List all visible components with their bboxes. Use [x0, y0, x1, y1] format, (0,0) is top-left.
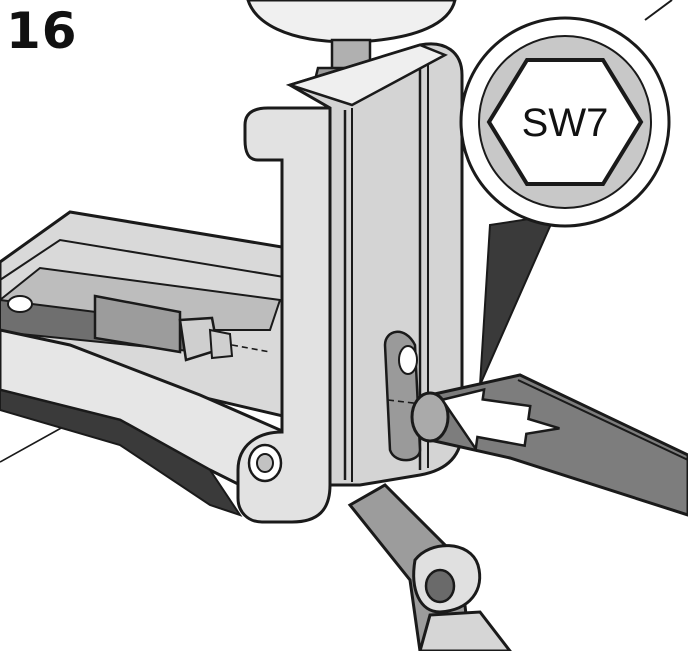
hex-socket-icon [486, 58, 644, 186]
insert-arrow-icon [440, 387, 560, 453]
wrench-size-callout: SW7 [459, 16, 671, 228]
base-rail [0, 210, 302, 517]
hex-key-tool [410, 373, 688, 517]
callout-leader [644, 0, 673, 21]
wrench-size-label: SW7 [522, 101, 609, 145]
step-number: 16 [6, 2, 78, 60]
callout-pointer [479, 213, 557, 386]
lower-arm [347, 483, 512, 651]
bracket-body [236, 42, 464, 524]
